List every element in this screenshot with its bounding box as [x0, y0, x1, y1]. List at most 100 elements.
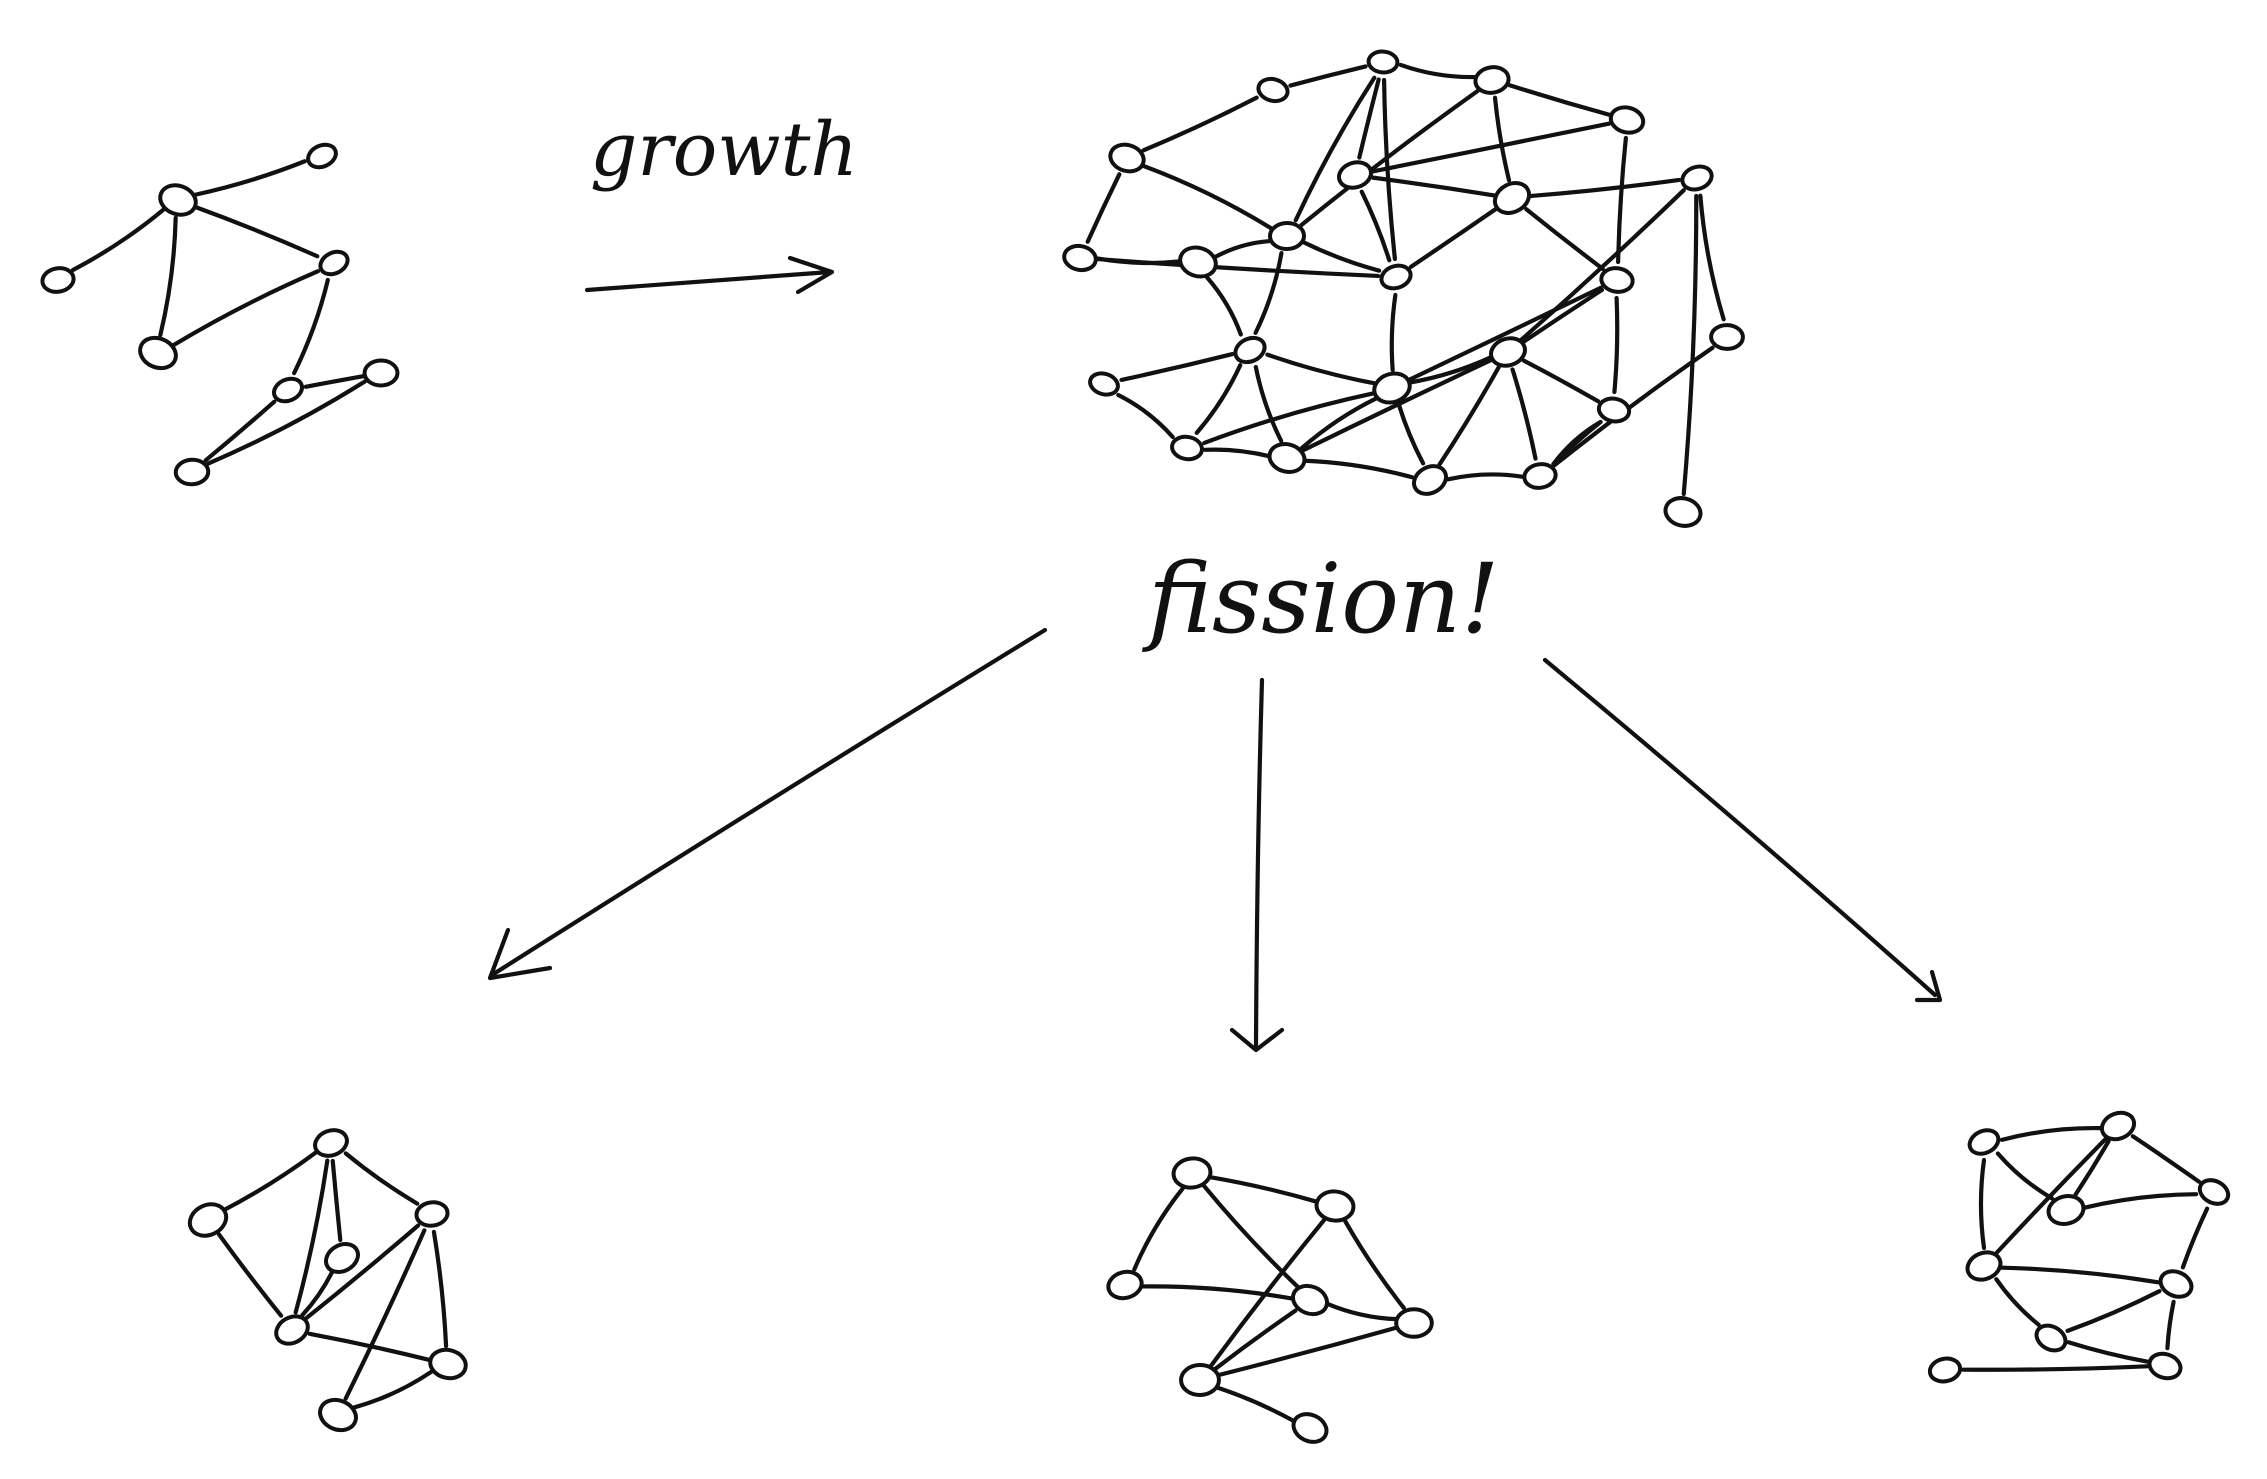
- graph-node: [1680, 164, 1714, 192]
- graph-edge: [1213, 238, 1272, 260]
- graph-edge: [1520, 287, 1605, 345]
- graph-node: [1233, 335, 1267, 365]
- graph-fragment_middle-nodes: [1106, 1156, 1434, 1444]
- graph-node: [138, 335, 178, 371]
- graph-edge: [1116, 392, 1175, 440]
- graph-edge: [1406, 285, 1603, 383]
- graph-edge: [2130, 1134, 2202, 1184]
- graph-edge: [293, 1158, 330, 1315]
- graph-initial-nodes: [40, 142, 400, 487]
- graph-edge: [1552, 345, 1715, 468]
- graph-edge: [1207, 1174, 1320, 1205]
- graph-edge: [1507, 83, 1612, 117]
- graph-node: [1062, 243, 1098, 273]
- graph-edge: [292, 277, 330, 376]
- graph-node: [1411, 464, 1449, 496]
- graph-edge: [1299, 395, 1380, 451]
- graph-node: [1663, 496, 1703, 528]
- nodes-layer: [40, 49, 2231, 1444]
- graph-node: [306, 142, 338, 170]
- graph-edge: [1407, 355, 1493, 385]
- graph-edge: [1994, 1277, 2041, 1327]
- graph-edge: [2180, 1206, 2210, 1270]
- graph-node: [1106, 1269, 1144, 1301]
- graph-edge: [1551, 419, 1603, 467]
- graph-node: [187, 1202, 229, 1238]
- graph-node: [414, 1200, 450, 1228]
- graph-edge: [70, 207, 166, 273]
- graph-edge: [221, 1150, 318, 1213]
- graph-edge: [1194, 363, 1243, 435]
- graph-edge: [303, 1223, 421, 1321]
- graph-edge: [2081, 1192, 2199, 1210]
- graph-edge: [1995, 1151, 2055, 1201]
- graph-node: [1473, 65, 1511, 95]
- graph-edge: [1999, 1265, 2161, 1285]
- graph-node: [1489, 336, 1527, 368]
- graph-edge: [193, 159, 307, 197]
- graph-node: [1599, 266, 1635, 294]
- graph-node: [1927, 1356, 1963, 1384]
- graph-node: [272, 376, 304, 404]
- graph-edge: [1681, 193, 1699, 497]
- graph-node: [2034, 1323, 2068, 1353]
- fission-arrow-left: [487, 627, 1048, 981]
- graph-edge: [1612, 295, 1620, 395]
- graph-node: [1256, 76, 1290, 104]
- graph-node: [1596, 396, 1632, 424]
- graph-node: [1267, 220, 1307, 252]
- graph-edge: [1208, 1218, 1327, 1368]
- graph-edge: [1398, 62, 1477, 80]
- graph-edge: [1389, 292, 1398, 373]
- graph-edge: [1445, 472, 1525, 482]
- graph-edge: [1132, 1186, 1185, 1272]
- graph-node: [1267, 442, 1307, 474]
- graph-edge: [1299, 88, 1480, 228]
- graph-edge: [171, 269, 321, 347]
- graph-edge: [1202, 447, 1272, 459]
- graph-node: [1290, 1283, 1330, 1317]
- graph-edge: [1510, 367, 1538, 461]
- graph-edge: [2073, 1139, 2111, 1197]
- graph-edge: [2066, 1340, 2150, 1364]
- graph-node: [2046, 1193, 2086, 1227]
- graph-edge: [343, 1228, 427, 1401]
- graph-fragment_middle-edges: [1132, 1174, 1407, 1423]
- edges-layer: [70, 62, 2210, 1423]
- fission-arrow-right: [1542, 657, 1943, 1003]
- graph-edge: [1202, 390, 1377, 446]
- graph-edge: [1212, 1308, 1298, 1372]
- graph-node: [318, 249, 350, 277]
- graph-edge: [1325, 1301, 1399, 1322]
- graph-node: [2099, 1110, 2137, 1142]
- graph-node: [1179, 1363, 1221, 1397]
- graph-edge: [330, 1158, 343, 1243]
- graph-edge: [1288, 64, 1368, 88]
- graph-node: [2158, 1269, 2194, 1299]
- fission-arrow-middle: [1229, 677, 1285, 1053]
- graph-node: [158, 183, 198, 217]
- graph-edge: [1978, 1157, 1987, 1251]
- graph-node: [274, 1314, 310, 1346]
- graph-edge: [1202, 1184, 1300, 1289]
- graph-edge: [1085, 172, 1122, 244]
- graph-edge: [1119, 351, 1235, 383]
- graph-edge: [300, 1270, 334, 1318]
- graph-node: [1709, 323, 1745, 351]
- graph-edge: [1215, 1325, 1399, 1378]
- graph-node: [1178, 245, 1218, 279]
- graph-edge: [1301, 240, 1382, 273]
- graph-edge: [1994, 1136, 2108, 1256]
- graph-edge: [343, 1151, 420, 1206]
- graph-edge: [1357, 77, 1381, 160]
- graph-node: [318, 1397, 358, 1433]
- graph-initial-edges: [70, 159, 368, 466]
- growth-label: growth: [590, 107, 858, 193]
- graph-edge: [1141, 95, 1259, 153]
- graph-grown-nodes: [1062, 49, 1745, 528]
- graph-edge: [205, 379, 368, 466]
- graph-node: [428, 1347, 468, 1381]
- graph-fragment_left-nodes: [187, 1128, 468, 1433]
- graph-node: [1967, 1128, 2001, 1156]
